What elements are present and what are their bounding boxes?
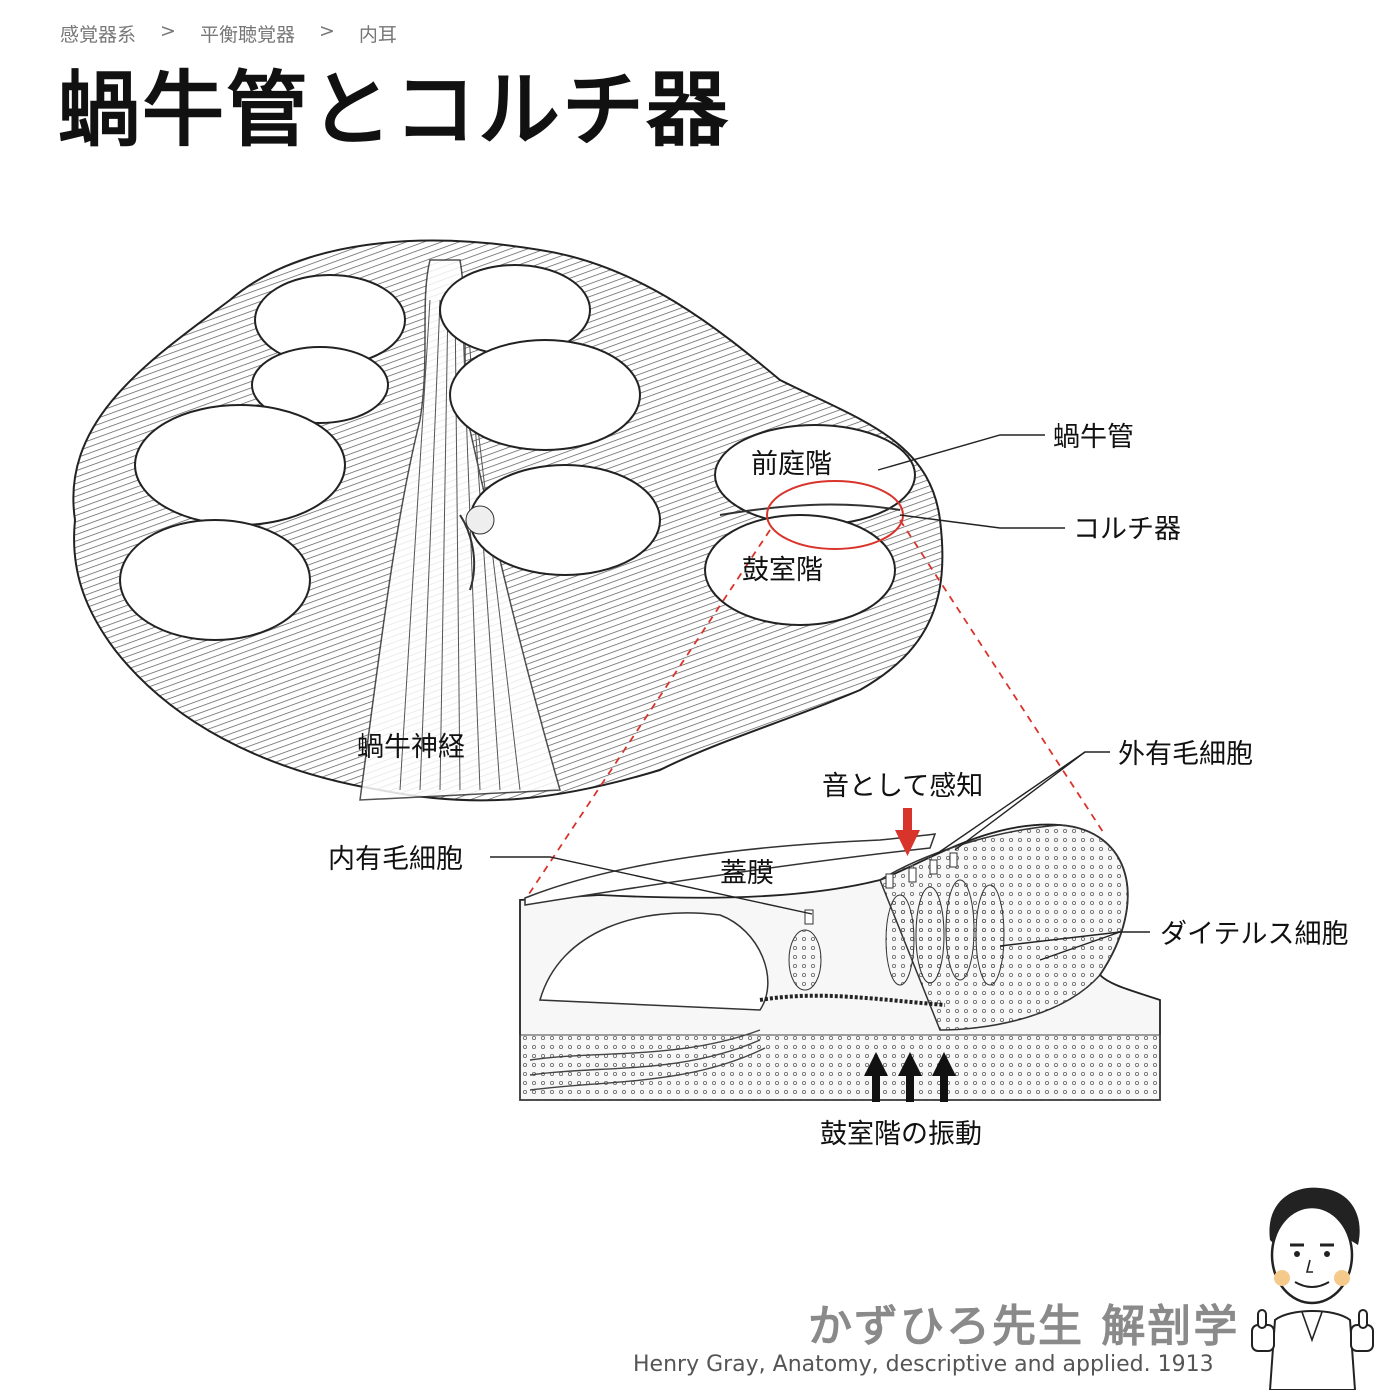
sound-perception-arrow bbox=[895, 808, 920, 856]
brand-name: かずひろ先生 解剖学 bbox=[808, 1301, 1240, 1352]
organ-of-corti-detail bbox=[519, 823, 1161, 1101]
vibration-arrows bbox=[864, 1052, 956, 1102]
label-tectorial-membrane: 蓋膜 bbox=[720, 858, 774, 889]
label-scala-vestibuli: 前庭階 bbox=[751, 449, 832, 480]
leader-lines bbox=[490, 434, 1150, 961]
source-credit: Henry Gray, Anatomy, descriptive and app… bbox=[633, 1352, 1214, 1377]
breadcrumb-separator: > bbox=[160, 20, 176, 42]
page-title: 蝸牛管とコルチ器 bbox=[58, 63, 731, 158]
zoom-line-right bbox=[899, 519, 1106, 836]
label-scala-tympani-vibration: 鼓室階の振動 bbox=[820, 1119, 982, 1150]
label-organ-of-corti: コルチ器 bbox=[1073, 514, 1181, 545]
label-outer-hair-cells: 外有毛細胞 bbox=[1118, 739, 1253, 770]
label-cochlear-duct: 蝸牛管 bbox=[1053, 422, 1134, 453]
breadcrumb-item-inner-ear[interactable]: 内耳 bbox=[358, 24, 397, 46]
breadcrumb-separator: > bbox=[318, 20, 335, 42]
cochlea-section bbox=[72, 239, 944, 802]
breadcrumb-item-vestibulocochlear[interactable]: 平衡聴覚器 bbox=[199, 24, 295, 46]
label-inner-hair-cells: 内有毛細胞 bbox=[328, 844, 463, 875]
avatar bbox=[1251, 1187, 1374, 1390]
label-deiters-cells: ダイテルス細胞 bbox=[1160, 919, 1348, 950]
zoom-line-left bbox=[524, 529, 771, 901]
label-perceived-as-sound: 音として感知 bbox=[822, 771, 983, 802]
breadcrumb-item-sensory-system[interactable]: 感覚器系 bbox=[60, 24, 137, 46]
label-scala-tympani: 鼓室階 bbox=[742, 555, 823, 586]
breadcrumb: 感覚器系 > 平衡聴覚器 > 内耳 bbox=[60, 20, 397, 47]
label-cochlear-nerve: 蝸牛神経 bbox=[357, 732, 465, 763]
